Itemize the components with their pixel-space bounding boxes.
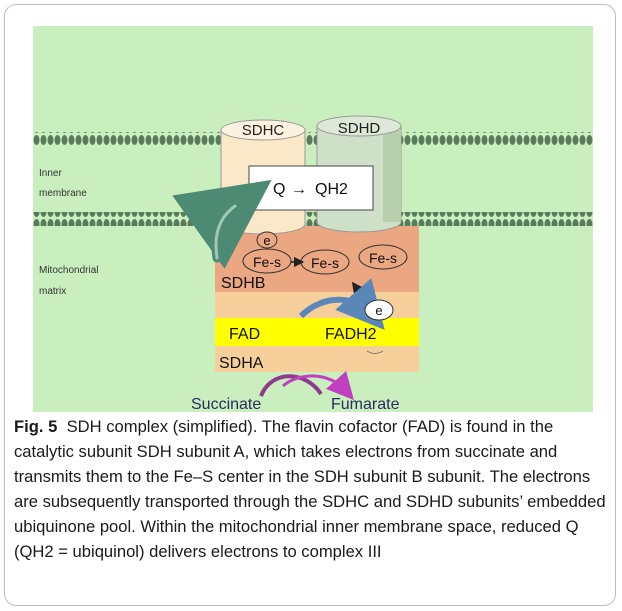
- electron-top-label: e: [263, 233, 270, 248]
- fes-label-2: Fe-s: [311, 255, 339, 271]
- membrane-top-heads: [33, 132, 593, 146]
- succinate-arc: [259, 374, 323, 397]
- sdh-diagram: Inner membrane Mitochondrial matrix SDHC…: [33, 26, 593, 412]
- electron-bottom: [364, 299, 394, 321]
- fes-label-1: Fe-s: [253, 254, 281, 270]
- reaction-arrow: →: [291, 181, 307, 198]
- sdhc-label: SDHC: [242, 122, 285, 139]
- fumarate-label: Fumarate: [331, 396, 400, 412]
- reaction-qh2: QH2: [315, 181, 348, 198]
- matrix-label: Mitochondrial: [39, 265, 98, 276]
- figure-number: Fig. 5: [14, 417, 58, 436]
- sdhd-label: SDHD: [338, 120, 381, 137]
- fadh2-label: FADH2: [325, 326, 377, 343]
- figure-caption: Fig. 5 SDH complex (simplified). The fla…: [14, 414, 610, 564]
- electron-bottom-label: e: [375, 303, 382, 318]
- caption-text: SDH complex (simplified). The flavin cof…: [14, 417, 606, 561]
- sdha-label: SDHA: [219, 355, 264, 372]
- fes-label-3: Fe-s: [369, 250, 397, 266]
- membrane-bottom-heads: [33, 212, 593, 226]
- succinate-label: Succinate: [191, 396, 261, 412]
- fes-cluster-3: [358, 244, 408, 270]
- fumarate-arc: [282, 370, 354, 401]
- fes-cluster-1: [242, 248, 292, 274]
- fad-label: FAD: [229, 326, 260, 343]
- fad-electron-arrow: [298, 278, 385, 331]
- fad-band: [215, 318, 419, 346]
- sdhb-label: SDHB: [221, 275, 265, 292]
- membrane-label-2: membrane: [39, 188, 87, 199]
- matrix-label-2: matrix: [39, 286, 66, 297]
- reaction-q: Q: [273, 181, 285, 198]
- electron-top: [256, 231, 278, 249]
- membrane-label: Inner: [39, 168, 62, 179]
- reaction-box: [248, 165, 374, 211]
